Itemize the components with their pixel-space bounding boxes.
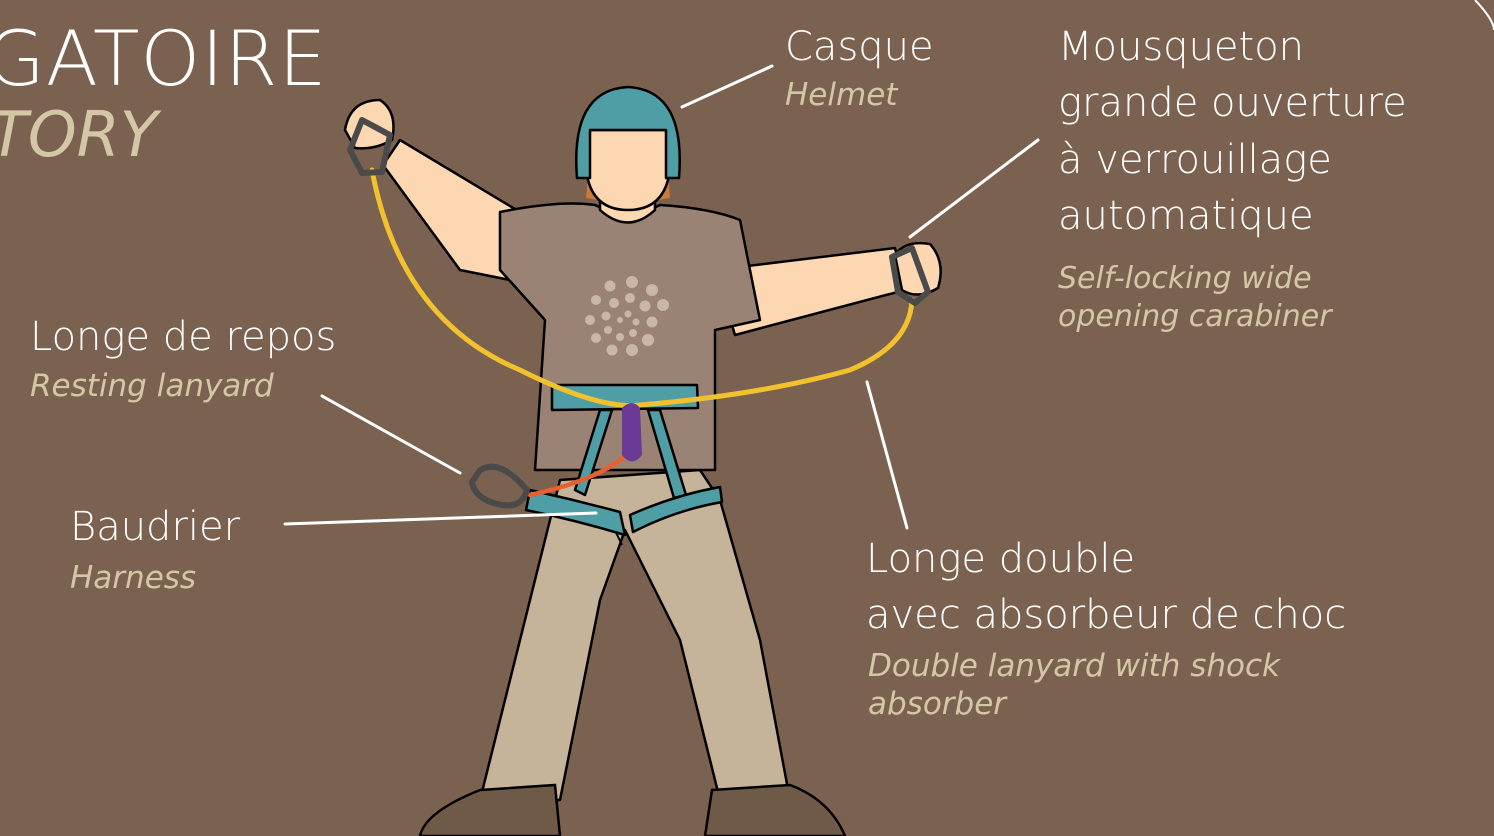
label-helmet-fr: Casque: [785, 25, 934, 70]
right-shoe: [705, 785, 845, 836]
label-helmet-en: Helmet: [785, 77, 897, 114]
label-carabiner-en-line: Self-locking wide: [1058, 261, 1312, 297]
corner-arc: [1475, 0, 1494, 30]
label-double-lanyard-en-line: Double lanyard with shock: [868, 648, 1280, 685]
label-harness-fr: Baudrier: [70, 505, 240, 550]
label-double-lanyard-en-line: absorber: [868, 686, 1006, 723]
leader-carabiner: [910, 140, 1038, 237]
leader-helmet: [682, 66, 772, 107]
left-shoe: [420, 785, 560, 836]
label-carabiner-fr-line: grande ouverture: [1058, 81, 1407, 126]
label-double-lanyard-fr-line: Longe double: [866, 537, 1135, 582]
shock-absorber: [622, 403, 642, 462]
label-carabiner-fr-line: à verrouillage: [1058, 138, 1332, 183]
carabiner-resting: [472, 467, 527, 506]
leader-double-lanyard: [867, 382, 907, 528]
face: [588, 130, 668, 210]
label-double-lanyard-fr-line: avec absorbeur de choc: [866, 593, 1346, 638]
label-carabiner-fr-line: Mousqueton: [1058, 25, 1304, 70]
label-carabiner-fr-line: automatique: [1058, 194, 1314, 239]
label-resting-lanyard-en: Resting lanyard: [30, 368, 274, 405]
label-harness-en: Harness: [70, 560, 196, 597]
label-carabiner-en-line: opening carabiner: [1058, 299, 1332, 335]
leader-resting-lanyard: [322, 396, 460, 473]
label-resting-lanyard-fr: Longe de repos: [30, 315, 336, 360]
